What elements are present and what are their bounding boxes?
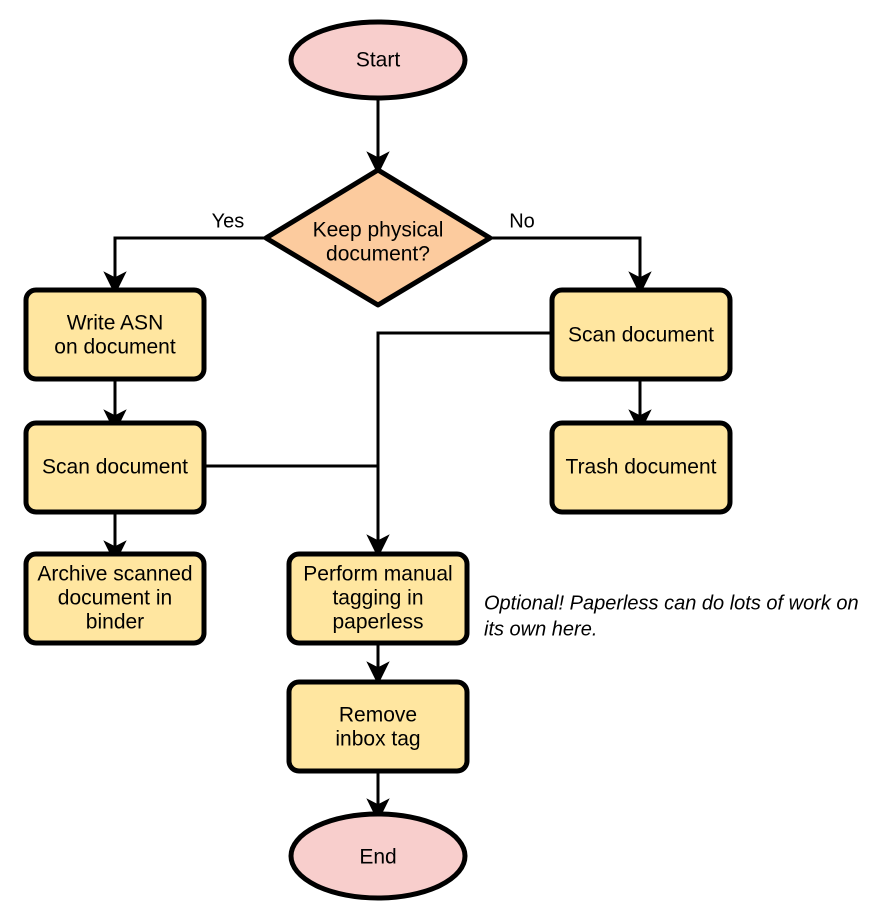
annotation-line1: Optional! Paperless can do lots of work …	[484, 592, 859, 614]
end-ellipse-shape	[288, 811, 468, 901]
write-asn-label-line1: Write ASN	[67, 312, 163, 335]
write-asn-box-shape	[23, 287, 207, 382]
tagging-label-line1: Perform manual	[303, 563, 452, 586]
archive-label-line3: binder	[86, 611, 144, 634]
end-label: End	[359, 846, 396, 869]
archive-box-shape	[23, 551, 207, 646]
edge-layer	[103, 100, 652, 823]
archive-label-line2: document in	[58, 587, 172, 610]
scan-document-right-label: Scan document	[568, 324, 714, 347]
remove-inbox-label-line1: Remove	[339, 704, 417, 727]
node-decision-keep-physical-document[interactable]: Keep physical document?	[263, 167, 493, 308]
edge-scan-right-to-tagging	[366, 331, 552, 559]
trash-document-box-shape	[549, 420, 733, 515]
node-scan-document-left[interactable]: Scan document	[23, 420, 207, 515]
trash-document-label: Trash document	[566, 456, 717, 479]
start-label: Start	[356, 49, 401, 72]
decision-label-line2: document?	[326, 243, 430, 266]
annotation-line2: its own here.	[484, 618, 597, 640]
node-archive-scanned-document[interactable]: Archive scanned document in binder	[23, 551, 207, 646]
tagging-box-shape	[286, 551, 470, 646]
edge-decision-no-to-scan-right	[490, 236, 652, 296]
archive-label-line1: Archive scanned	[37, 563, 192, 586]
edge-label-no: No	[509, 210, 535, 232]
remove-inbox-label-line2: inbox tag	[335, 728, 420, 751]
start-ellipse-shape	[288, 19, 468, 101]
annotation-optional-note: Optional! Paperless can do lots of work …	[484, 592, 859, 640]
edge-decision-yes-to-write-asn	[103, 236, 265, 296]
edge-label-yes: Yes	[212, 210, 245, 232]
node-end[interactable]: End	[288, 811, 468, 901]
node-remove-inbox-tag[interactable]: Remove inbox tag	[286, 679, 470, 774]
scan-document-left-box-shape	[23, 420, 207, 515]
scan-document-left-label: Scan document	[42, 456, 188, 479]
tagging-label-line2: tagging in	[332, 587, 423, 610]
node-start[interactable]: Start	[288, 19, 468, 101]
tagging-label-line3: paperless	[332, 611, 423, 634]
write-asn-label-line2: on document	[54, 336, 176, 359]
node-perform-manual-tagging[interactable]: Perform manual tagging in paperless	[286, 551, 470, 646]
node-trash-document[interactable]: Trash document	[549, 420, 733, 515]
node-write-asn-on-document[interactable]: Write ASN on document	[23, 287, 207, 382]
decision-diamond-shape	[263, 167, 493, 308]
remove-inbox-box-shape	[286, 679, 470, 774]
node-scan-document-right[interactable]: Scan document	[549, 287, 733, 382]
decision-label-line1: Keep physical	[313, 219, 444, 242]
scan-document-right-box-shape	[549, 287, 733, 382]
